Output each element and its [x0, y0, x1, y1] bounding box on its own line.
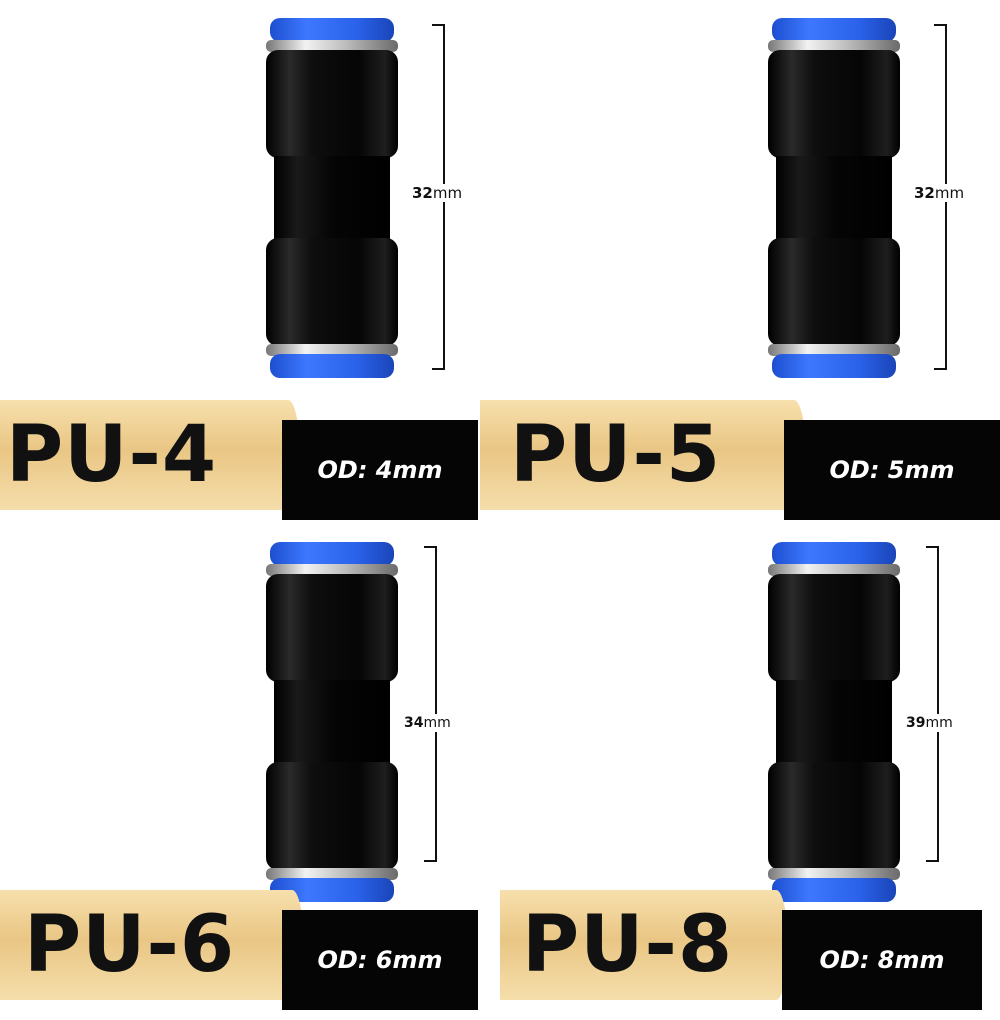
- model-banner: PU-5 OD: 5mm: [480, 400, 1000, 520]
- od-box: OD: 6mm: [282, 910, 478, 1010]
- length-dimension: 32mm: [914, 24, 994, 370]
- od-box: OD: 4mm: [282, 420, 478, 520]
- model-name: PU-6: [24, 900, 236, 990]
- od-box: OD: 5mm: [784, 420, 1000, 520]
- connector-fitting-image: [262, 542, 402, 902]
- product-panel-pu-8: 39mm PU-8 OD: 8mm: [500, 520, 1000, 1020]
- gold-ribbon: [500, 890, 788, 1000]
- od-value: 5mm: [887, 456, 955, 484]
- model-name: PU-4: [6, 410, 218, 500]
- connector-fitting-image: [262, 18, 402, 378]
- length-label: 39mm: [906, 714, 986, 732]
- od-box: OD: 8mm: [782, 910, 982, 1010]
- product-panel-pu-5: 32mm PU-5 OD: 5mm: [480, 0, 1000, 520]
- model-banner: PU-6 OD: 6mm: [0, 890, 480, 1010]
- model-name: PU-5: [510, 410, 722, 500]
- model-banner: PU-8 OD: 8mm: [500, 890, 1000, 1010]
- connector-fitting-image: [764, 18, 904, 378]
- od-label: OD:: [819, 946, 870, 974]
- gold-ribbon: [480, 400, 806, 510]
- length-dimension: 34mm: [404, 546, 484, 862]
- length-label: 32mm: [914, 184, 994, 202]
- model-banner: PU-4 OD: 4mm: [0, 400, 480, 520]
- od-label: OD:: [829, 456, 880, 484]
- od-value: 8mm: [877, 946, 945, 974]
- gold-ribbon: [0, 890, 304, 1000]
- od-label: OD:: [317, 946, 368, 974]
- length-dimension: 32mm: [412, 24, 492, 370]
- model-name: PU-8: [522, 900, 734, 990]
- od-value: 6mm: [375, 946, 443, 974]
- length-label: 32mm: [412, 184, 492, 202]
- gold-ribbon: [0, 400, 300, 510]
- product-panel-pu-6: 34mm PU-6 OD: 6mm: [0, 520, 500, 1020]
- length-label: 34mm: [404, 714, 484, 732]
- od-value: 4mm: [375, 456, 443, 484]
- length-dimension: 39mm: [906, 546, 986, 862]
- connector-fitting-image: [764, 542, 904, 902]
- od-label: OD:: [317, 456, 368, 484]
- product-panel-pu-4: 32mm PU-4 OD: 4mm: [0, 0, 500, 520]
